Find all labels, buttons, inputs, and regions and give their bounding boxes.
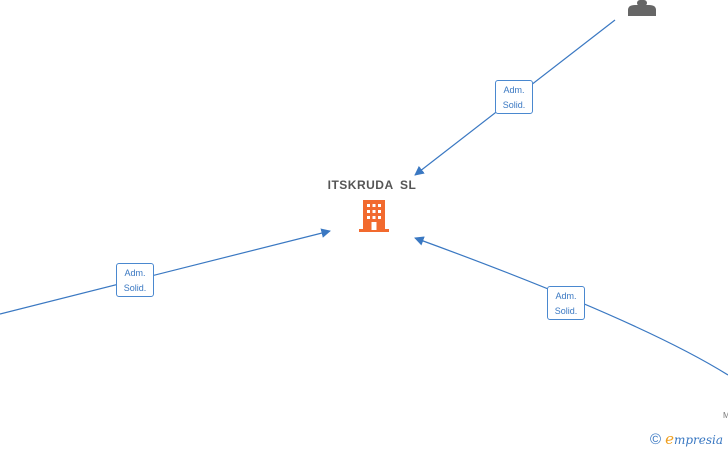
edge-bottom-right	[414, 236, 728, 376]
relation-box-top-right[interactable]: Adm. Solid.	[495, 80, 533, 114]
edge-left	[0, 228, 331, 315]
truncated-node-label: M	[723, 411, 728, 420]
relation-role: Adm.	[555, 291, 577, 301]
relation-type: Solid.	[502, 100, 526, 110]
relation-type: Solid.	[554, 306, 578, 316]
building-icon[interactable]	[358, 199, 390, 233]
relation-role: Adm.	[124, 268, 146, 278]
relation-box-bottom-right[interactable]: Adm. Solid.	[547, 286, 585, 320]
copyright-icon: ©	[650, 430, 662, 448]
person-icon[interactable]	[626, 0, 658, 16]
brand-name: mpresia	[673, 432, 724, 447]
relation-role: Adm.	[503, 85, 525, 95]
company-name[interactable]: ITSKRUDA SL	[327, 178, 417, 192]
relation-type: Solid.	[123, 283, 147, 293]
relation-box-left[interactable]: Adm. Solid.	[116, 263, 154, 297]
brand-logo: © empresia	[650, 430, 723, 448]
brand-initial: e	[665, 429, 674, 448]
